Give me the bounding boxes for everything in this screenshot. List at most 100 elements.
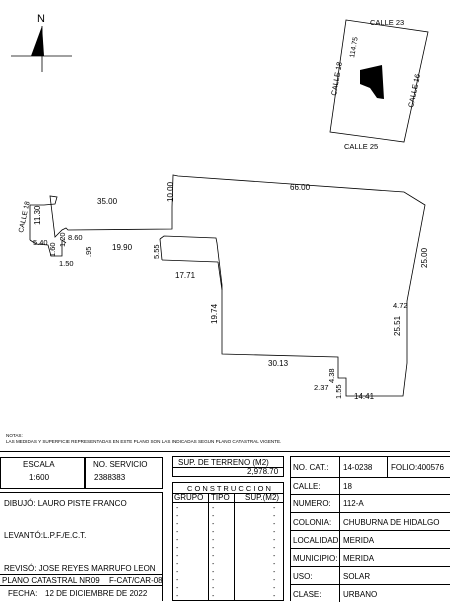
construccion-table: C O N S T R U C C I O N GRUPO TIPO SUP.(… <box>172 482 284 601</box>
construccion-title: C O N S T R U C C I O N <box>187 484 271 493</box>
construccion-cell: - <box>212 545 215 552</box>
dim-1990: 19.90 <box>112 243 133 252</box>
dim-66: 66.00 <box>290 183 311 192</box>
col-sup: SUP.(M2) <box>245 493 280 502</box>
construccion-cell: - <box>176 585 179 592</box>
street-north: CALLE 23 <box>370 18 404 27</box>
dim-1441: 14.41 <box>354 392 375 401</box>
clase-value: URBANO <box>343 590 378 599</box>
dim-2551: 25.51 <box>393 315 402 336</box>
construccion-cell: - <box>176 577 179 584</box>
construccion-cell: - <box>176 537 179 544</box>
numero-label: NUMERO: <box>293 499 331 508</box>
construccion-cell: - <box>176 521 179 528</box>
construccion-cell: - <box>176 553 179 560</box>
construccion-cell: - <box>273 577 276 584</box>
info-table: NO. CAT.: 14-0238 FOLIO:400576 CALLE: 18… <box>290 456 450 602</box>
construccion-cell: - <box>176 593 179 600</box>
dim-155: 1.55 <box>334 384 343 399</box>
escala-value: 1:600 <box>29 473 50 482</box>
north-arrow: N <box>11 13 72 72</box>
dim-160: 1.60 <box>48 242 57 257</box>
folio: FOLIO:400576 <box>391 463 444 472</box>
notes-title: NOTAS: <box>6 433 23 438</box>
plano: PLANO CATASTRAL NR09 <box>2 576 100 585</box>
north-label: N <box>37 13 45 25</box>
plan-street-label: CALLE 18 <box>18 201 32 234</box>
north-arrow-icon <box>31 26 42 56</box>
localidad-value: MERIDA <box>343 536 375 545</box>
notes-text: LAS MEDIDAS Y SUPERFICIE REPRESENTADAS E… <box>6 439 282 444</box>
construccion-cell: - <box>176 505 179 512</box>
construccion-cell: - <box>176 545 179 552</box>
location-dimension: 114.75 <box>349 36 360 58</box>
street-east: CALLE 16 <box>406 73 422 108</box>
plano-code: F-CAT/CAR-08 <box>109 576 163 585</box>
municipio-label: MUNICIPIO: <box>293 554 338 563</box>
dim-540: 5.40 <box>33 238 48 247</box>
lot-plan: 66.00 35.00 10.00 11.30 CALLE 18 5.40 1.… <box>18 174 429 401</box>
colonia-label: COLONIA: <box>293 518 332 527</box>
calle-label: CALLE: <box>293 482 321 491</box>
construccion-cell: - <box>273 545 276 552</box>
construccion-cell: - <box>273 569 276 576</box>
construccion-cell: - <box>273 553 276 560</box>
dim-3013: 30.13 <box>268 359 289 368</box>
location-map: CALLE 23 CALLE 25 CALLE 18 CALLE 16 114.… <box>329 18 429 151</box>
dim-35: 35.00 <box>97 197 118 206</box>
levanto: LEVANTÓ:L.P.F./E.C.T. <box>4 531 87 540</box>
dim-120: 1.20 <box>58 232 67 247</box>
nocat-label: NO. CAT.: <box>293 463 329 472</box>
construccion-cell: - <box>273 593 276 600</box>
construccion-cell: - <box>212 505 215 512</box>
construccion-cell: - <box>273 521 276 528</box>
construccion-cell: - <box>212 537 215 544</box>
dim-150: 1.50 <box>59 259 74 268</box>
servicio-value: 2388383 <box>94 473 126 482</box>
escala-box: ESCALA 1:600 <box>0 457 85 489</box>
construccion-cell: - <box>212 593 215 600</box>
dim-438: 4.38 <box>327 368 336 383</box>
col-tipo: TIPO <box>211 493 230 502</box>
fecha-label: FECHA: <box>8 589 38 598</box>
dim-10: 10.00 <box>166 181 175 202</box>
lot-marker-icon <box>360 65 384 99</box>
construccion-cell: - <box>273 529 276 536</box>
clase-label: CLASE: <box>293 590 322 599</box>
col-grupo: GRUPO <box>174 493 204 502</box>
servicio-box: NO. SERVICIO 2388383 <box>85 457 163 489</box>
colonia-value: CHUBURNA DE HIDALGO <box>343 518 440 527</box>
dim-2500: 25.00 <box>420 247 429 268</box>
construccion-cell: - <box>176 529 179 536</box>
terreno-box: SUP. DE TERRENO (M2) 2,978.70 <box>172 456 284 477</box>
construccion-cell: - <box>273 513 276 520</box>
construccion-cell: - <box>273 505 276 512</box>
dibujo: DIBUJÓ: LAURO PISTE FRANCO <box>4 499 127 508</box>
uso-label: USO: <box>293 572 313 581</box>
servicio-label: NO. SERVICIO <box>93 460 148 469</box>
dim-237: 2.37 <box>314 383 329 392</box>
calle-value: 18 <box>343 482 352 491</box>
construccion-cell: - <box>212 577 215 584</box>
uso-value: SOLAR <box>343 572 371 581</box>
dim-860: 8.60 <box>68 233 83 242</box>
dim-95: .95 <box>84 247 93 257</box>
construccion-cell: - <box>273 537 276 544</box>
escala-label: ESCALA <box>23 460 55 469</box>
fecha-value: 12 DE DICIEMBRE DE 2022 <box>45 589 148 598</box>
municipio-value: MERIDA <box>343 554 375 563</box>
construccion-cell: - <box>176 561 179 568</box>
construccion-cell: - <box>212 585 215 592</box>
dim-472: 4.72 <box>393 301 408 310</box>
dim-1771: 17.71 <box>175 271 196 280</box>
construccion-cell: - <box>212 513 215 520</box>
construccion-cell: - <box>273 561 276 568</box>
construccion-cell: - <box>212 561 215 568</box>
street-south: CALLE 25 <box>344 142 378 151</box>
street-west: CALLE 18 <box>329 61 344 96</box>
localidad-label: LOCALIDAD: <box>293 536 341 545</box>
separator <box>0 451 450 452</box>
construccion-cell: - <box>176 513 179 520</box>
numero-value: 112-A <box>343 499 364 508</box>
dim-555: 5.55 <box>152 244 161 259</box>
